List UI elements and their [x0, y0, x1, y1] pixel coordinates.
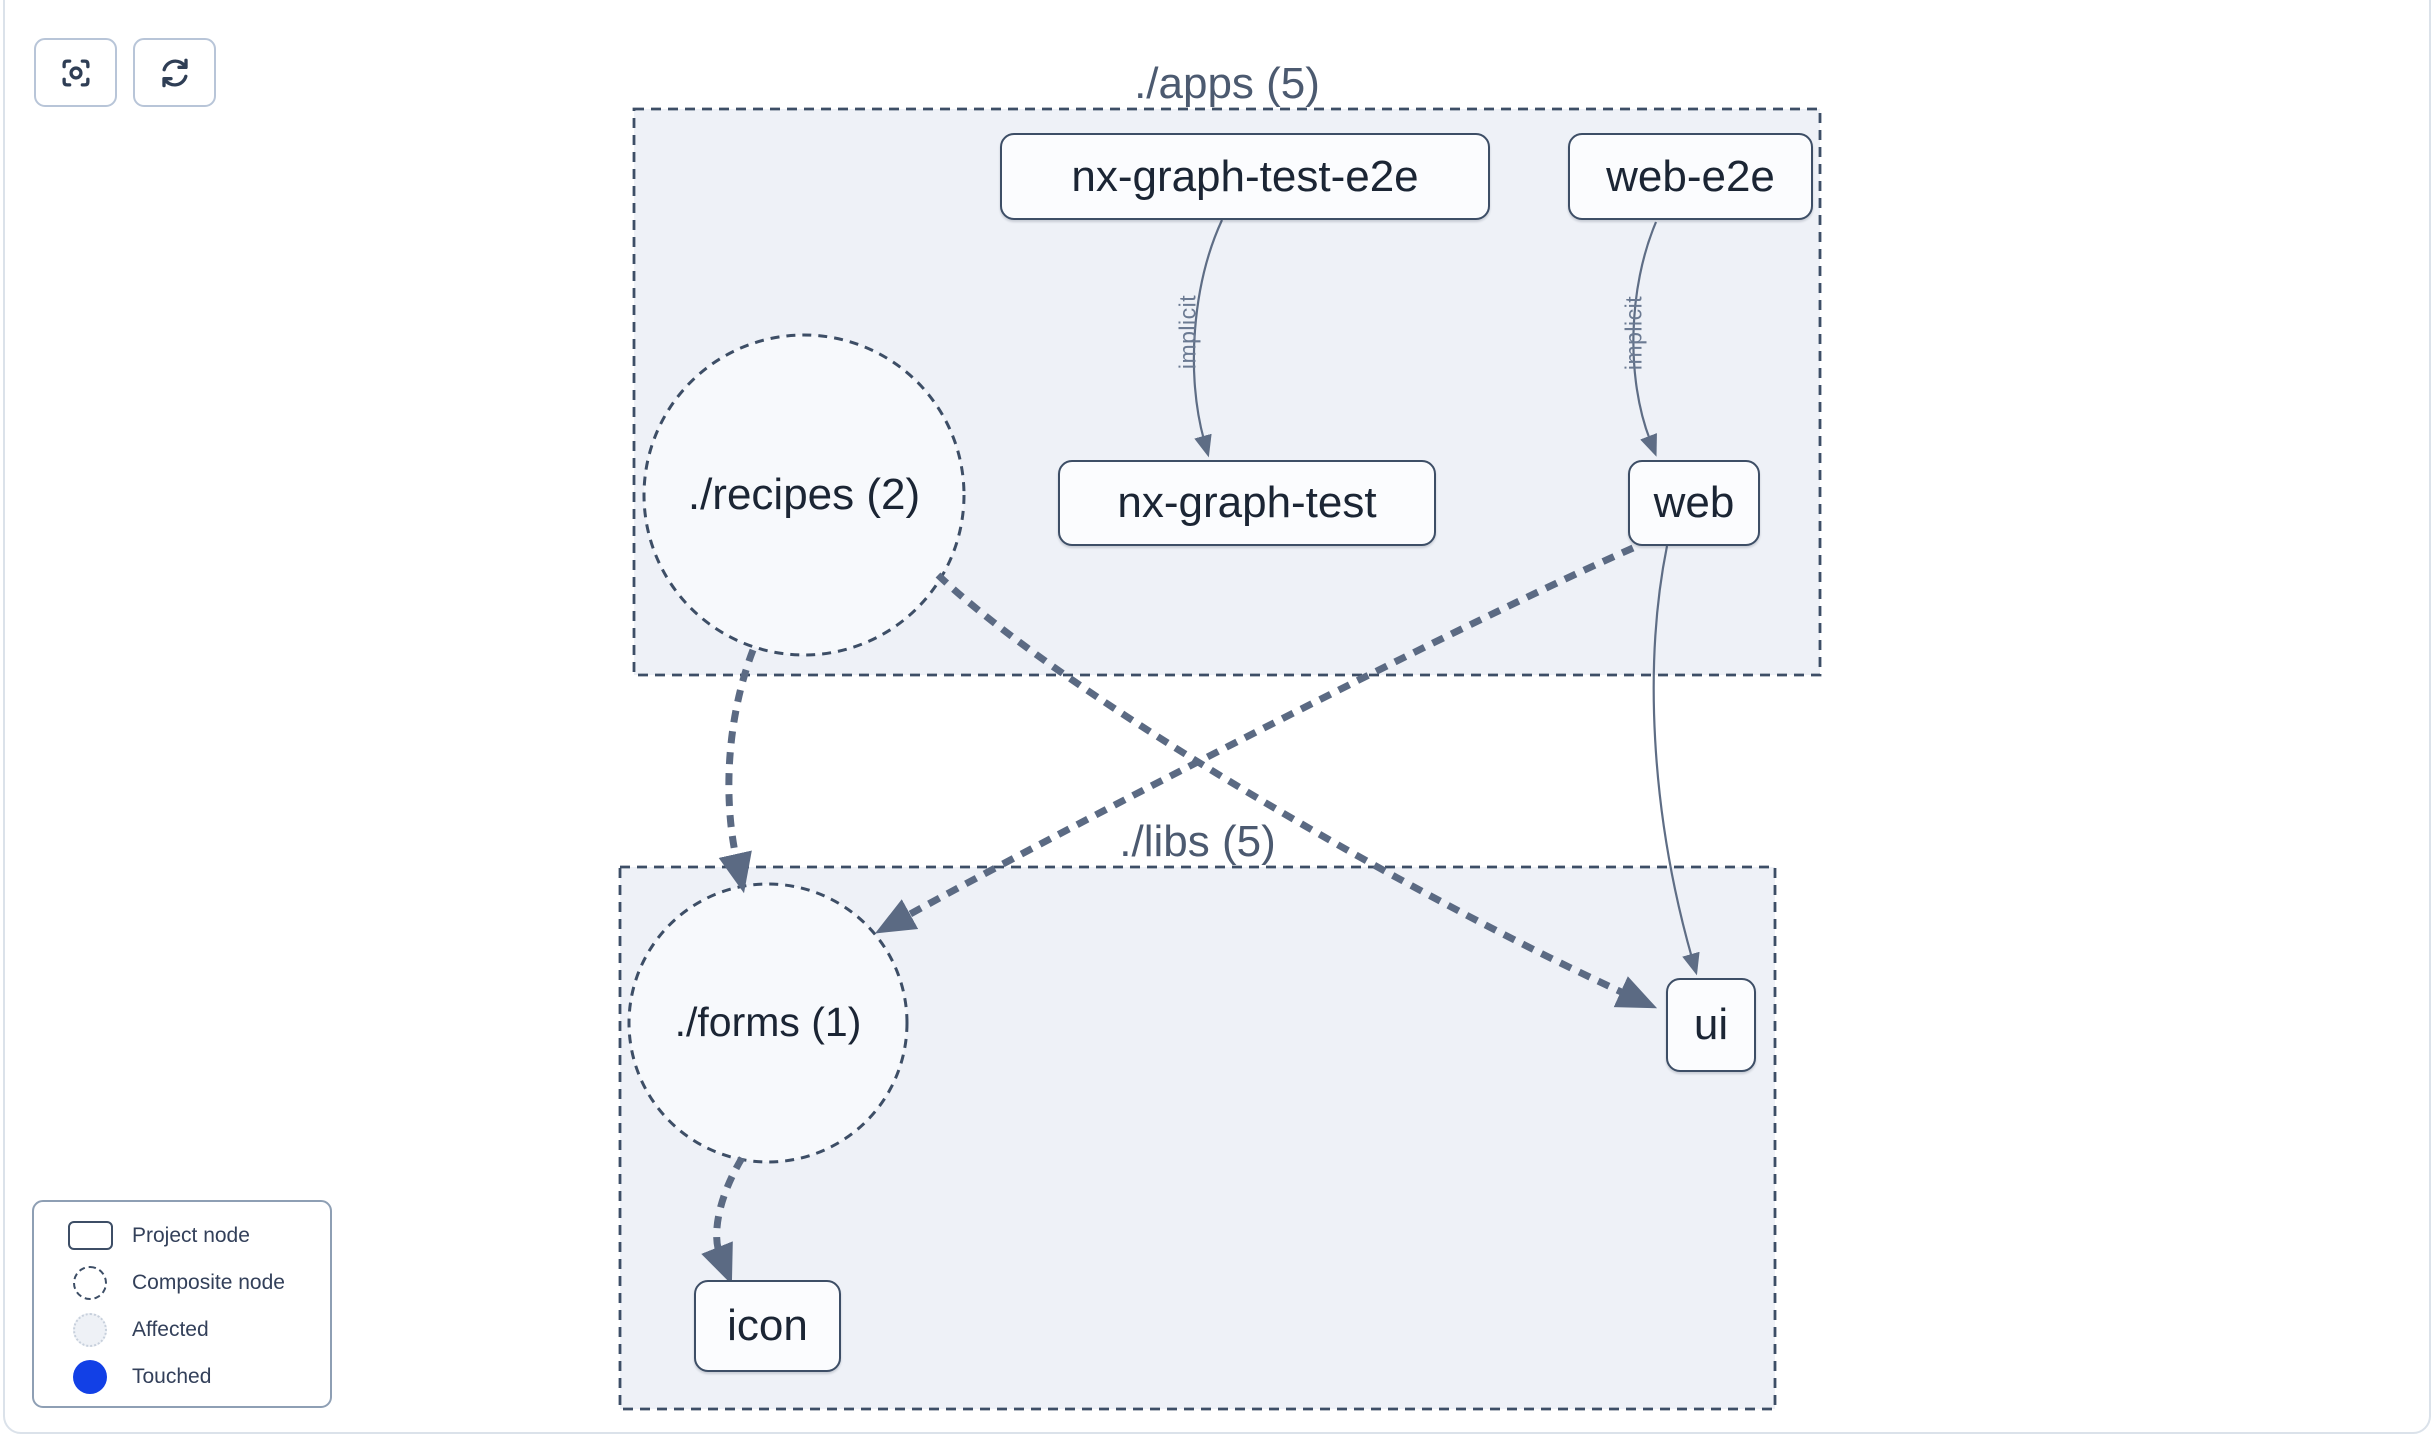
composite-node-swatch	[73, 1265, 107, 1300]
legend-label: Touched	[132, 1364, 212, 1388]
legend-label: Project node	[132, 1223, 250, 1247]
composite-node-forms-circle[interactable]	[627, 882, 909, 1164]
project-node-web-e2e[interactable]: web-e2e	[1568, 133, 1813, 220]
legend-label: Affected	[132, 1317, 209, 1341]
edge-label-implicit-2: implicit	[1620, 295, 1647, 371]
project-node-icon[interactable]: icon	[694, 1280, 841, 1372]
composite-node-forms-label[interactable]: ./forms (1)	[674, 999, 862, 1045]
focus-icon	[57, 54, 95, 92]
group-apps-label: ./apps (5)	[1134, 59, 1320, 108]
project-node-ui[interactable]: ui	[1666, 978, 1756, 1072]
refresh-icon	[155, 53, 195, 93]
edge-label-implicit-1: implicit	[1174, 294, 1201, 370]
legend: Project node Composite node Affected Tou…	[32, 1200, 332, 1408]
edge-web-e2e-to-web	[1632, 221, 1658, 457]
legend-item-touched: Touched	[60, 1353, 330, 1400]
edge-nx-graph-test-e2e-to-nx-graph-test	[1192, 219, 1223, 458]
legend-item-project-node: Project node	[60, 1212, 330, 1259]
touched-swatch	[73, 1359, 107, 1394]
edge-web-to-ui	[1652, 545, 1700, 976]
refresh-button[interactable]	[133, 38, 216, 107]
composite-node-recipes-circle[interactable]	[642, 333, 966, 657]
group-libs-label: ./libs (5)	[1119, 817, 1276, 866]
project-node-nx-graph-test-e2e[interactable]: nx-graph-test-e2e	[1000, 133, 1490, 220]
project-node-swatch	[67, 1221, 113, 1250]
legend-label: Composite node	[132, 1270, 285, 1294]
edge-recipes-to-forms	[718, 648, 757, 894]
legend-item-affected: Affected	[60, 1306, 330, 1353]
edge-forms-to-icon	[701, 1156, 746, 1285]
affected-swatch	[73, 1312, 107, 1347]
project-node-web[interactable]: web	[1628, 460, 1760, 546]
project-node-nx-graph-test[interactable]: nx-graph-test	[1058, 460, 1436, 546]
edge-recipes-to-ui	[935, 572, 1658, 1009]
composite-node-recipes-label[interactable]: ./recipes (2)	[687, 470, 921, 519]
focus-button[interactable]	[34, 38, 117, 107]
legend-item-composite-node: Composite node	[60, 1259, 330, 1306]
edge-web-to-forms	[874, 544, 1635, 934]
